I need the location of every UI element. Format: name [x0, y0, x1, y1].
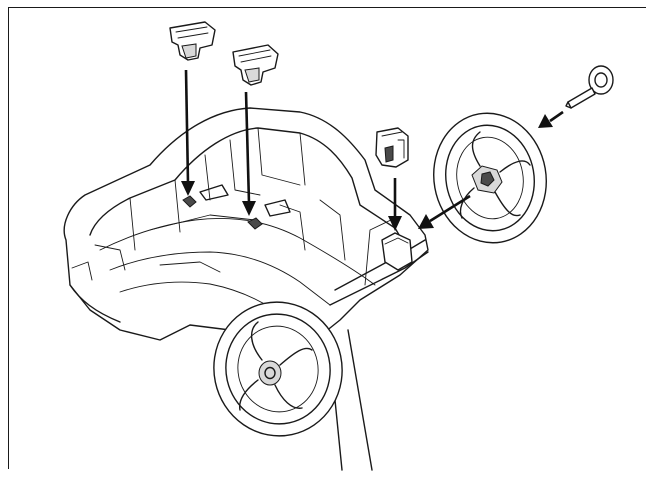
arrow-clip-1 — [181, 69, 195, 196]
hub-clip — [375, 127, 409, 168]
arrow-hub-clip — [388, 178, 402, 231]
cable-clip-2 — [232, 44, 279, 86]
wheel-right — [433, 112, 547, 244]
chassis — [63, 107, 429, 341]
arrow-clip-2 — [242, 91, 256, 216]
cable-clip-1 — [169, 21, 216, 61]
axle-pin — [565, 65, 614, 109]
arrow-axle-pin — [538, 110, 564, 128]
arrow-wheel-right — [418, 194, 471, 229]
frame-border — [8, 7, 646, 469]
wheel-front — [213, 301, 343, 437]
